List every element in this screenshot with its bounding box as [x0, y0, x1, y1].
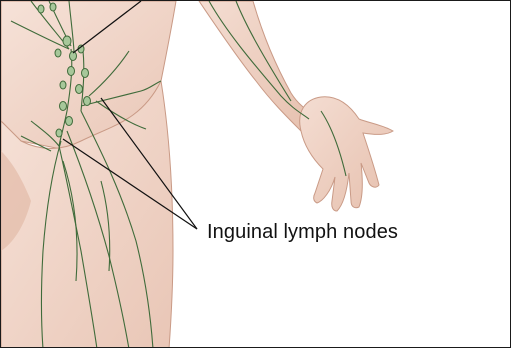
lymph-node [60, 102, 67, 111]
lymph-node [66, 117, 73, 126]
lymph-node [55, 49, 61, 57]
hand [300, 97, 393, 211]
lymph-node [50, 3, 56, 11]
lymph-node [63, 36, 71, 46]
lymph-node [56, 129, 62, 137]
lymph-node [82, 69, 89, 78]
lymph-node [84, 97, 91, 106]
lymph-node [60, 81, 66, 89]
lymph-node [68, 67, 75, 76]
lymph-node [76, 85, 83, 94]
lymph-node [38, 5, 44, 13]
inguinal-lymph-nodes-label: Inguinal lymph nodes [207, 221, 398, 244]
